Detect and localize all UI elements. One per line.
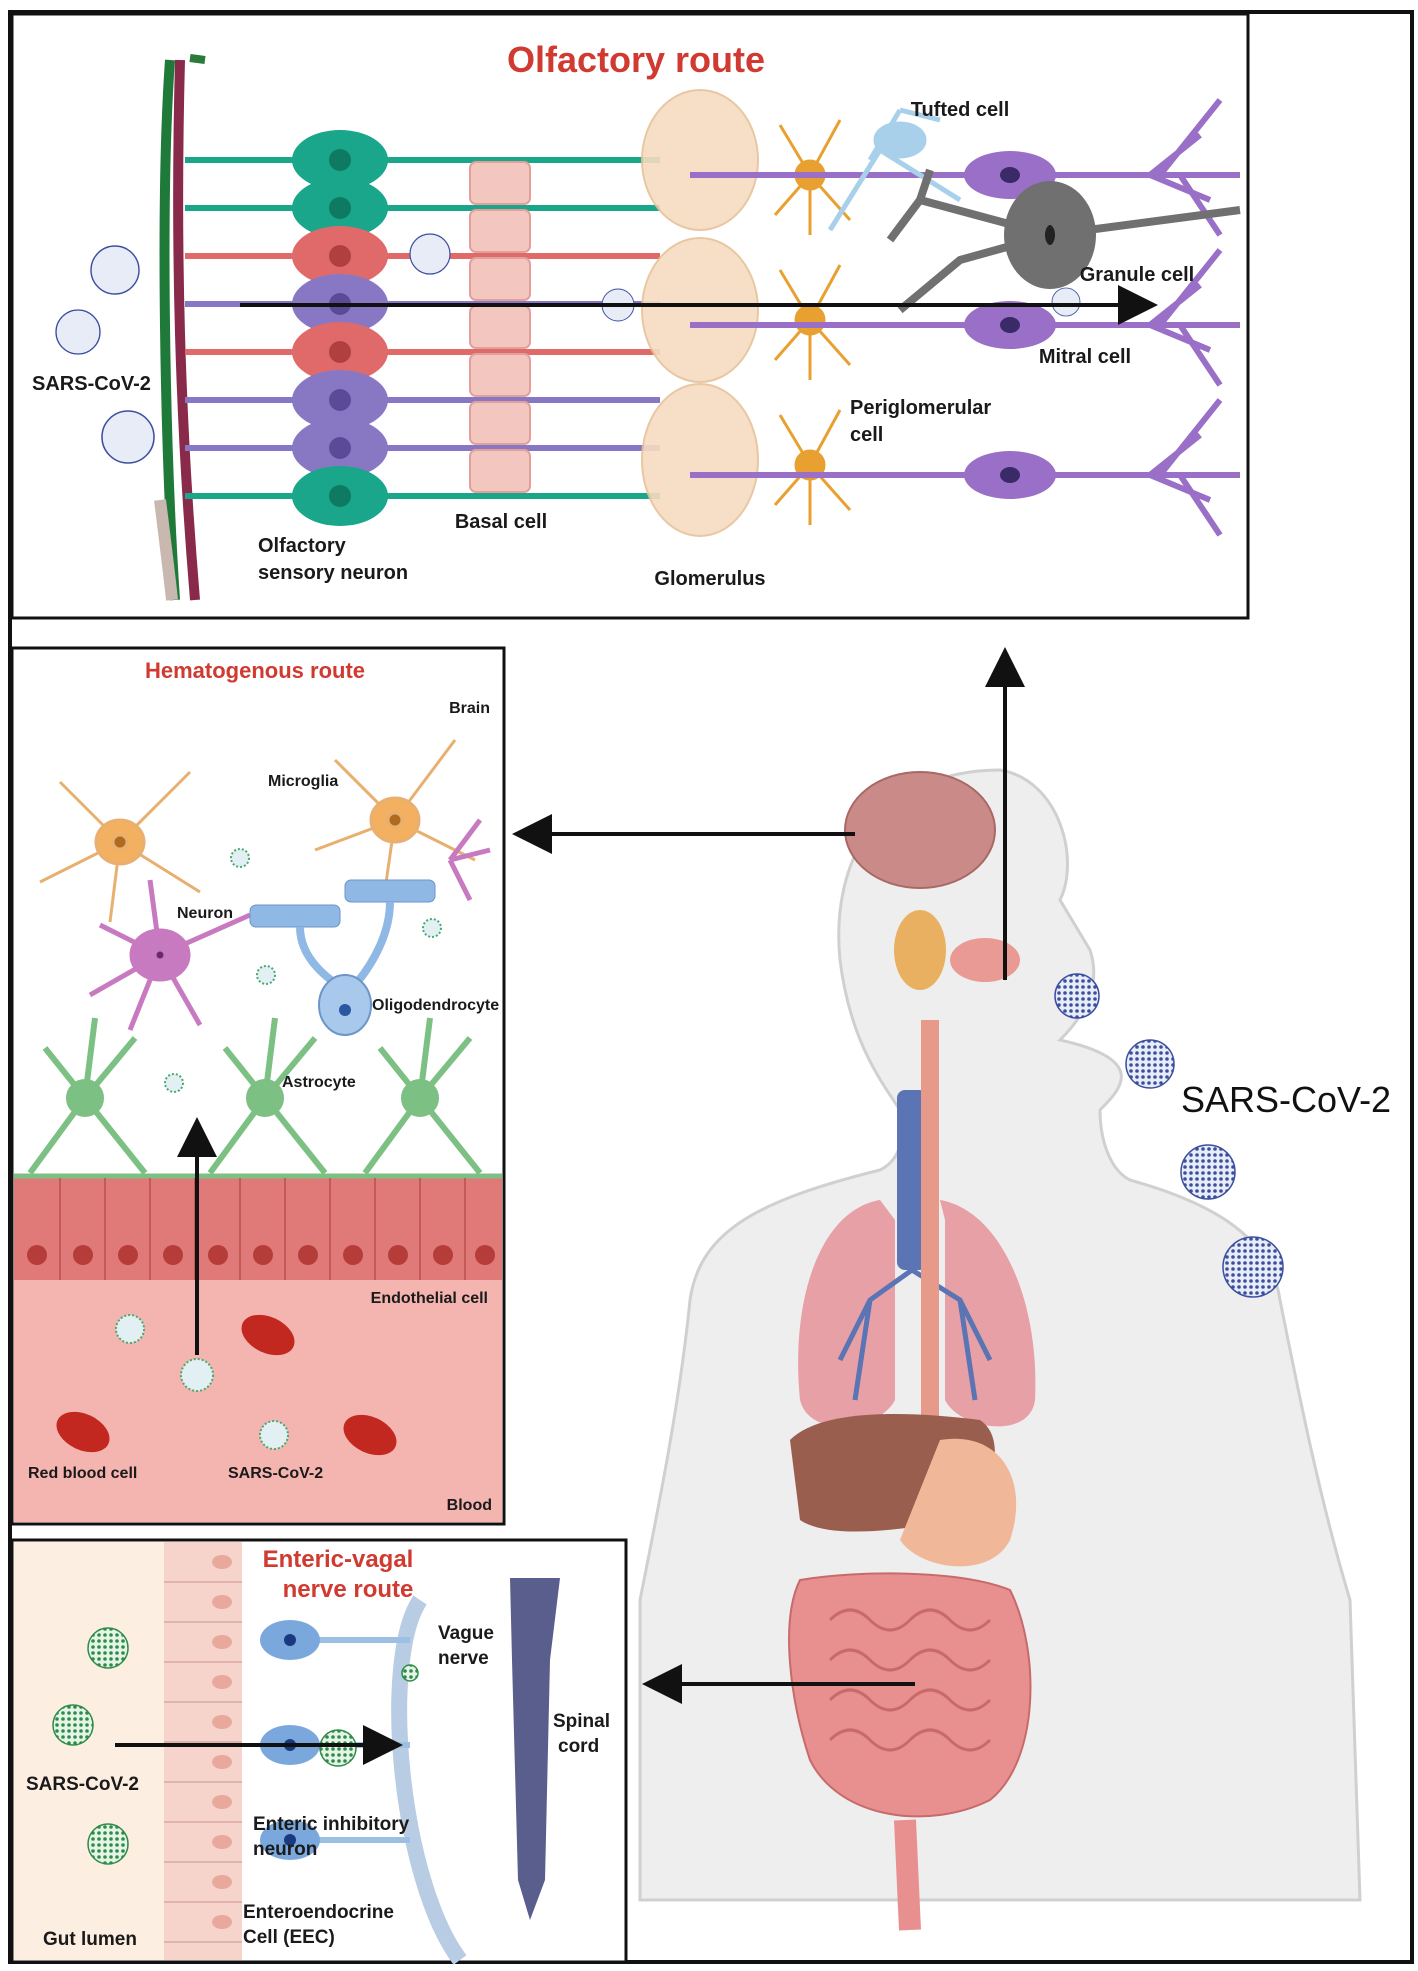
periglomerular-label-line-2: cell — [850, 424, 883, 446]
nasal-cavity — [950, 938, 1020, 982]
intestine-loops — [828, 1608, 992, 1752]
oligodendrocyte-label: Oligodendrocyte — [372, 997, 499, 1014]
hematogenous-panel: Hematogenous route Brain Microglia Neuro… — [10, 646, 506, 1526]
left-lung — [798, 1200, 895, 1427]
stomach — [900, 1438, 1017, 1567]
hemato-virus-label: SARS-CoV-2 — [228, 1465, 323, 1482]
salivary-gland — [894, 910, 946, 990]
olfactory-neuron-row-6 — [185, 370, 660, 430]
enteric-title-line-2: nerve route — [283, 1576, 414, 1603]
olfactory-neuron-row-7 — [185, 418, 660, 478]
enteric-title-line-1: Enteric-vagal — [263, 1546, 414, 1573]
red-blood-cell-label: Red blood cell — [28, 1465, 137, 1482]
outer-frame — [8, 10, 1414, 1964]
olfactory-panel: Olfactory route — [10, 12, 1250, 620]
endothelial-cell-label: Endothelial cell — [371, 1290, 488, 1307]
enteric-viruses — [52, 1627, 419, 1865]
olfactory-virus-label: SARS-CoV-2 — [32, 373, 151, 395]
vagus-nerve — [391, 1595, 467, 1965]
astrocyte-label: Astrocyte — [282, 1074, 356, 1091]
vague-nerve-label-line-2: nerve — [438, 1648, 489, 1669]
mitral-cell-bodies — [964, 151, 1056, 499]
gut-lumen-region — [14, 1542, 164, 1960]
glomerulus-label: Glomerulus — [654, 568, 765, 590]
gut-lumen-label: Gut lumen — [43, 1929, 137, 1950]
body-virus-label: SARS-CoV-2 — [1181, 1079, 1391, 1120]
enteric-virus-label: SARS-CoV-2 — [26, 1774, 139, 1795]
olfactory-sensory-label-line-2: sensory neuron — [258, 562, 408, 584]
rectum — [894, 1819, 921, 1931]
glomeruli — [641, 89, 759, 537]
trachea — [897, 1090, 927, 1270]
hemato-neuron — [88, 818, 491, 1031]
olfactory-neuron-row-5 — [185, 322, 660, 382]
red-blood-cells — [56, 1314, 397, 1456]
astrocytes — [27, 1017, 483, 1175]
olfactory-neuron-row-2 — [185, 178, 660, 238]
microglia-label: Microglia — [268, 773, 338, 790]
basal-cell-label: Basal cell — [455, 511, 547, 533]
enteric-inhibitory-label-line-1: Enteric inhibitory — [253, 1814, 410, 1835]
tufted-cell-label: Tufted cell — [911, 99, 1010, 121]
olfactory-sensory-label-line-1: Olfactory — [258, 535, 347, 557]
blood-label: Blood — [447, 1497, 492, 1514]
endothelium — [14, 1173, 502, 1280]
basal-cells — [469, 161, 531, 493]
hemato-viruses — [115, 848, 442, 1450]
olfactory-title: Olfactory route — [507, 39, 765, 80]
olfactory-neuron-row-8 — [185, 466, 660, 526]
human-body — [638, 768, 1362, 1931]
spinal-cord — [510, 1578, 560, 1920]
periglomerular-label-line-1: Periglomerular — [850, 397, 991, 419]
spinal-cord-label-line-1: Spinal — [553, 1711, 610, 1732]
enteric-inhibitory-label-line-2: neuron — [253, 1839, 317, 1860]
granule-cell-label: Granule cell — [1080, 264, 1195, 286]
granule-cell — [886, 168, 1241, 314]
vague-nerve-label-line-1: Vague — [438, 1623, 494, 1644]
inhaled-viruses — [1054, 973, 1284, 1298]
enteric-panel: Enteric-vagal nerve route Vague nerve Sp… — [10, 1538, 628, 1965]
intestines — [788, 1572, 1032, 1818]
mitral-cell-label: Mitral cell — [1039, 346, 1131, 368]
brain-label: Brain — [449, 700, 490, 717]
microglia — [39, 739, 476, 923]
gut-epithelium — [164, 1542, 242, 1960]
olfactory-neuron-row-1 — [185, 130, 660, 190]
tufted-cell — [827, 107, 962, 232]
neuron-label: Neuron — [177, 905, 233, 922]
hematogenous-title: Hematogenous route — [145, 658, 365, 683]
brain — [844, 771, 996, 889]
spinal-cord-label-line-2: cord — [558, 1736, 599, 1757]
eec-label-line-1: Enteroendocrine — [243, 1902, 394, 1923]
right-lung — [940, 1200, 1036, 1427]
epithelium-strands — [154, 54, 206, 601]
oligodendrocyte — [249, 879, 436, 1036]
eec-label-line-2: Cell (EEC) — [243, 1927, 335, 1948]
